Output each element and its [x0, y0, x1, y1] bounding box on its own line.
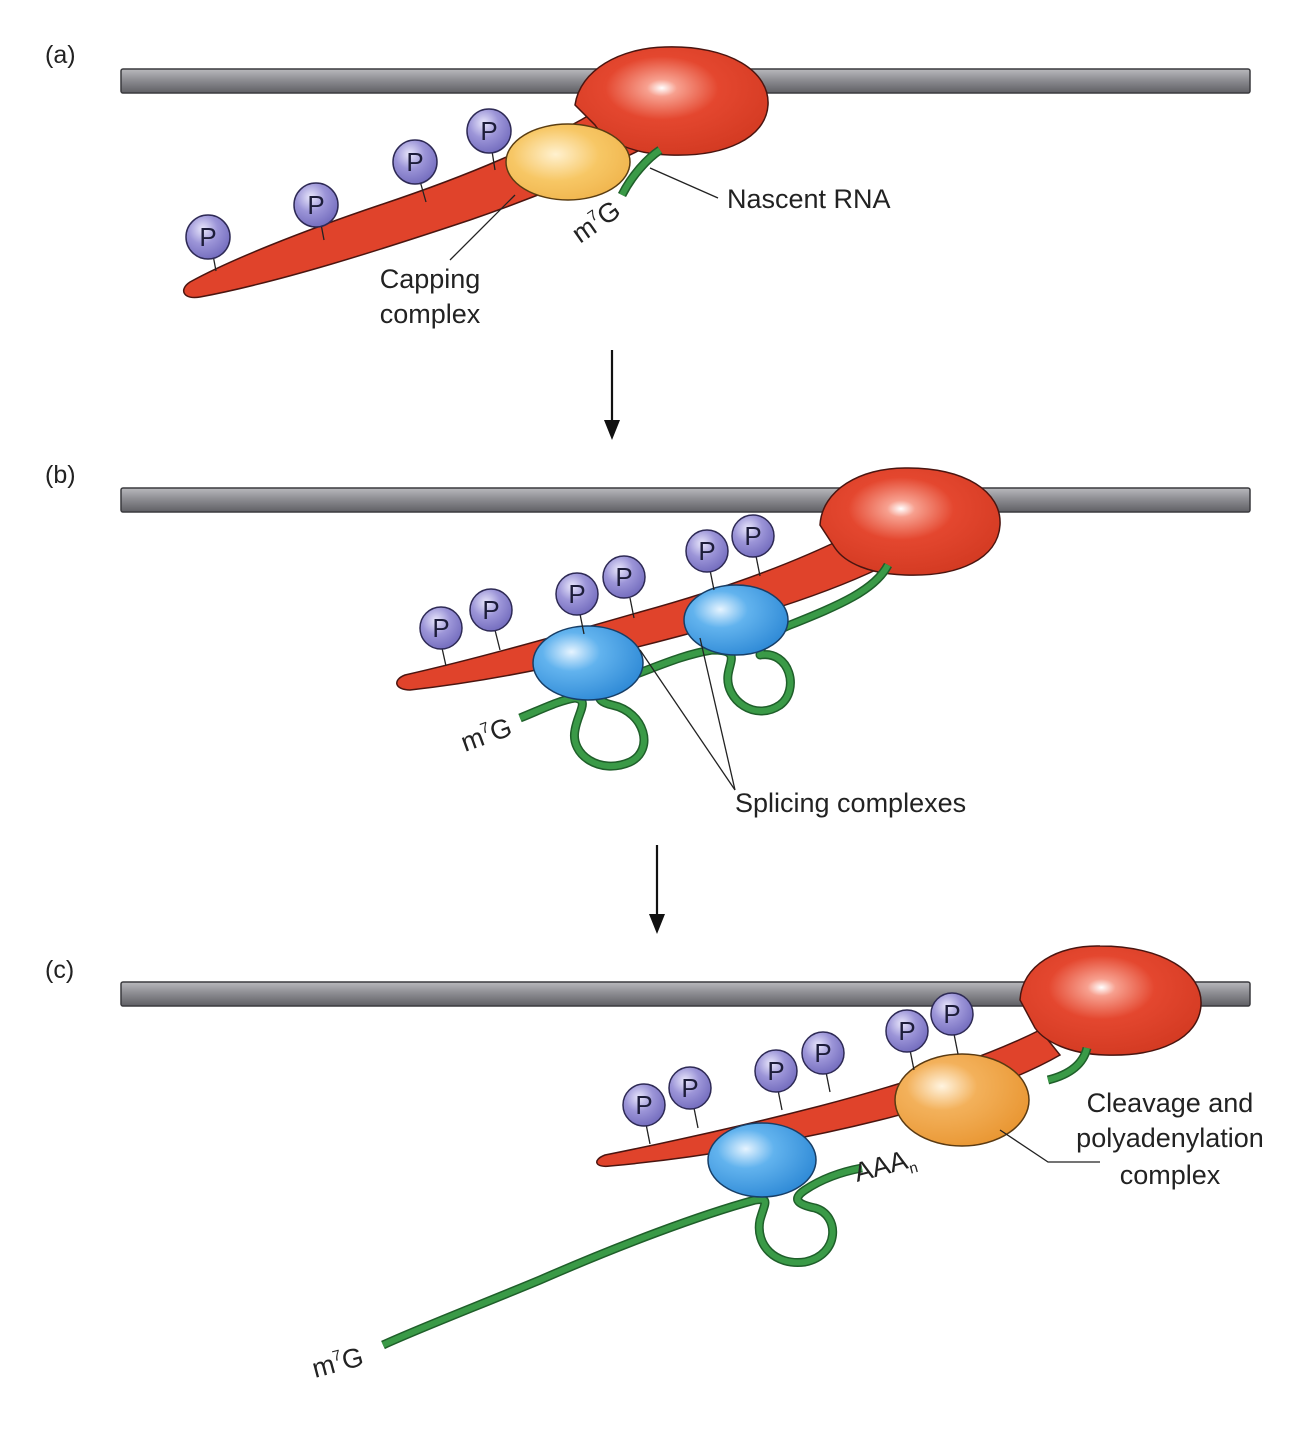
phosphate-icon	[185, 214, 231, 260]
phosphate-label: P	[943, 999, 960, 1029]
svg-text:m7G: m7G	[457, 712, 516, 758]
phosphate-label: P	[898, 1016, 915, 1046]
phosphate-icon	[930, 992, 974, 1036]
phosphate-group: P	[185, 214, 231, 272]
cleavage-label-line1: Cleavage and	[1087, 1088, 1254, 1118]
panel-a: (a) P P P P	[45, 41, 1251, 329]
phosphate-icon	[685, 529, 729, 573]
m7g-cap-label: m7G	[566, 195, 626, 249]
phosphate-label: P	[767, 1056, 784, 1086]
cleavage-leader	[999, 1129, 1100, 1163]
phosphate-label: P	[698, 536, 715, 566]
panel-b: (b) P P P P	[45, 461, 1251, 818]
capping-leader	[449, 194, 516, 261]
panel-a-label: (a)	[45, 41, 76, 69]
phosphate-pair: P P	[754, 1031, 845, 1111]
nascent-rna-label: Nascent RNA	[727, 184, 891, 214]
phosphate-label: P	[568, 579, 585, 609]
cleavage-label-line2: polyadenylation	[1076, 1123, 1264, 1153]
capping-label-line2: complex	[380, 299, 481, 329]
phosphate-pair: P P	[555, 555, 646, 635]
released-mrna	[381, 1163, 863, 1350]
phosphate-pair: P P	[685, 514, 775, 591]
m7g-cap-label: m7G	[457, 712, 516, 758]
phosphate-label: P	[406, 147, 423, 177]
cleavage-label-line3: complex	[1120, 1160, 1221, 1190]
phosphate-label: P	[744, 521, 761, 551]
svg-text:m7G: m7G	[566, 195, 626, 249]
capping-label-line1: Capping	[380, 264, 481, 294]
splicing-complex	[683, 584, 789, 656]
panel-b-label: (b)	[45, 461, 76, 489]
panel-c-label: (c)	[45, 956, 74, 984]
downstream-rna	[1047, 1047, 1090, 1083]
phosphate-icon	[466, 108, 512, 154]
svg-text:m7G: m7G	[309, 1341, 367, 1383]
phosphate-label: P	[482, 595, 499, 625]
phosphate-label: P	[814, 1038, 831, 1068]
rna-polymerase	[574, 46, 769, 156]
phosphate-group: P	[392, 139, 438, 203]
phosphate-icon	[419, 606, 463, 650]
cleavage-polyadenylation-complex	[894, 1053, 1030, 1147]
splicing-complexes-label: Splicing complexes	[735, 788, 966, 818]
phosphate-label: P	[307, 190, 324, 220]
svg-text:AAAn: AAAn	[851, 1143, 920, 1192]
phosphate-icon	[731, 514, 775, 558]
dna-strand	[120, 487, 1251, 513]
capping-complex	[505, 123, 631, 201]
phosphate-icon	[668, 1066, 712, 1110]
phosphate-icon	[754, 1049, 798, 1093]
splicing-complex	[532, 625, 644, 701]
nascent-rna-leader	[649, 167, 719, 199]
phosphate-label: P	[432, 613, 449, 643]
phosphate-icon	[469, 588, 513, 632]
phosphate-pair: P P	[622, 1066, 712, 1145]
splicing-leader	[639, 649, 736, 791]
phosphate-icon	[602, 555, 646, 599]
phosphate-label: P	[199, 222, 216, 252]
phosphate-group: P	[466, 108, 512, 171]
phosphate-label: P	[635, 1090, 652, 1120]
phosphate-label: P	[615, 562, 632, 592]
splicing-leader	[699, 637, 736, 791]
phosphate-icon	[293, 182, 339, 228]
phosphate-icon	[622, 1083, 666, 1127]
splicing-complex	[707, 1122, 817, 1198]
phosphate-icon	[392, 139, 438, 185]
m7g-cap-label: m7G	[309, 1341, 367, 1383]
polya-tail-label: AAAn	[851, 1143, 920, 1192]
phosphate-pair: P P	[885, 992, 974, 1071]
rna-polymerase	[1019, 945, 1202, 1056]
rna-polymerase	[819, 467, 1001, 576]
phosphate-label: P	[681, 1073, 698, 1103]
phosphate-icon	[885, 1009, 929, 1053]
phosphate-icon	[801, 1031, 845, 1075]
arrow-step-2	[649, 845, 665, 934]
phosphate-group: P	[293, 182, 339, 241]
arrow-step-1	[604, 350, 620, 440]
phosphate-label: P	[480, 116, 497, 146]
phosphate-pair: P P	[419, 588, 513, 667]
panel-c: (c) P P P P	[45, 945, 1264, 1384]
phosphate-icon	[555, 572, 599, 616]
